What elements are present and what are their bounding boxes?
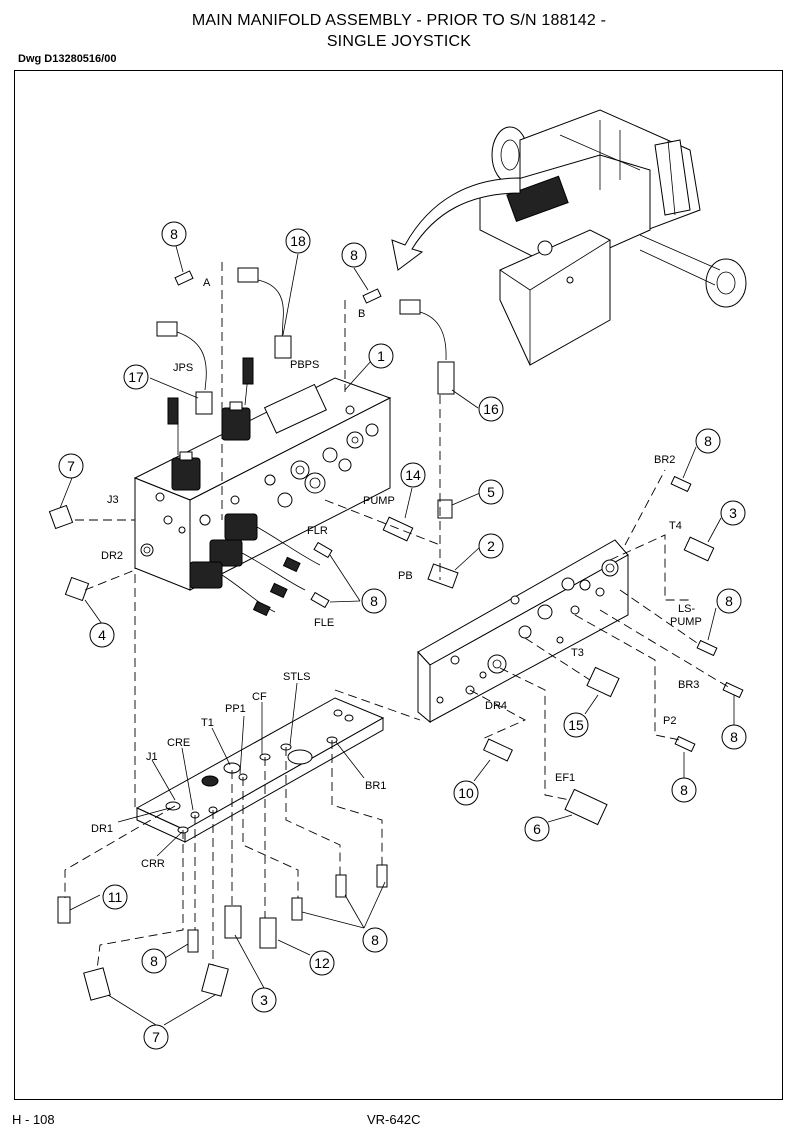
callout-circles (58, 221, 747, 1050)
port-label-pbps: PBPS (290, 359, 319, 371)
callout-18: 18 (290, 233, 306, 249)
bottom-plate-manifold (135, 697, 385, 843)
callout-3-bottom: 3 (260, 992, 268, 1008)
callout-8-ls-pump: 8 (725, 593, 733, 609)
fittings (48, 267, 744, 1001)
port-label-t3: T3 (571, 647, 584, 659)
port-label-j1: J1 (146, 751, 158, 763)
port-label-ls: LS- (678, 603, 695, 615)
callout-8-br2: 8 (704, 433, 712, 449)
port-label-br3: BR3 (678, 679, 699, 691)
callout-8-left: 8 (150, 953, 158, 969)
callout-7-bottom: 7 (152, 1029, 160, 1045)
callout-8-bottom: 8 (371, 932, 379, 948)
callout-16: 16 (483, 401, 499, 417)
drawing-title: MAIN MANIFOLD ASSEMBLY - PRIOR TO S/N 18… (0, 10, 798, 52)
port-label-br2: BR2 (654, 454, 675, 466)
port-label-j3: J3 (107, 494, 119, 506)
callout-7-top: 7 (67, 458, 75, 474)
back-plate-manifold (417, 539, 629, 724)
assembly-lines (64, 262, 731, 971)
callout-14: 14 (405, 467, 421, 483)
callout-12: 12 (314, 955, 330, 971)
port-label-cf: CF (252, 691, 267, 703)
port-label-pump: PUMP (363, 495, 395, 507)
callout-4: 4 (98, 627, 106, 643)
callout-6: 6 (533, 821, 541, 837)
port-label-flr: FLR (307, 525, 328, 537)
port-label-t1: T1 (201, 717, 214, 729)
callout-11: 11 (108, 889, 123, 905)
port-label-a: A (203, 277, 211, 289)
callout-5: 5 (487, 484, 495, 500)
title-line-1: MAIN MANIFOLD ASSEMBLY - PRIOR TO S/N 18… (191, 12, 607, 29)
callout-3-t4: 3 (729, 505, 737, 521)
model-name: VR-642C (367, 1112, 421, 1127)
callout-8-p2: 8 (680, 782, 688, 798)
callout-8-plug-a: 8 (170, 226, 178, 242)
port-label-p2: P2 (663, 715, 676, 727)
port-label-dr1: DR1 (91, 823, 113, 835)
port-labels: A B JPS PBPS J3 DR2 PUMP FLR PB FLE BR2 … (91, 277, 702, 870)
page-number: H - 108 (12, 1112, 55, 1127)
callout-8-fle: 8 (370, 593, 378, 609)
callout-10: 10 (458, 785, 474, 801)
location-arrow (391, 177, 521, 271)
callout-8-plug-b: 8 (350, 247, 358, 263)
port-label-dr4: DR4 (485, 700, 507, 712)
port-label-cre: CRE (167, 737, 190, 749)
solenoid-coils (167, 357, 321, 617)
callout-2: 2 (487, 538, 495, 554)
machine-chassis-illustration (479, 109, 747, 366)
port-label-jps: JPS (173, 362, 193, 374)
port-label-ls-pump: PUMP (670, 616, 702, 628)
port-label-ef1: EF1 (555, 772, 575, 784)
leader-lines (59, 245, 735, 1026)
callout-15: 15 (568, 717, 584, 733)
callout-1: 1 (377, 348, 385, 364)
port-label-crr: CRR (141, 858, 165, 870)
port-label-fle: FLE (314, 617, 334, 629)
port-label-dr2: DR2 (101, 550, 123, 562)
drawing-frame (14, 70, 783, 1100)
port-label-pb: PB (398, 570, 413, 582)
title-line-2: SINGLE JOYSTICK (326, 33, 472, 50)
callout-numbers: 8 18 8 1 17 16 7 14 5 8 2 3 8 4 8 15 8 1… (67, 226, 738, 1045)
port-label-stls: STLS (283, 671, 311, 683)
callout-17: 17 (128, 369, 144, 385)
callout-8-br3: 8 (730, 729, 738, 745)
port-label-t4: T4 (669, 520, 682, 532)
drawing-number: Dwg D13280516/00 (18, 53, 117, 65)
port-label-pp1: PP1 (225, 703, 246, 715)
port-label-br1: BR1 (365, 780, 386, 792)
port-label-b: B (358, 308, 365, 320)
